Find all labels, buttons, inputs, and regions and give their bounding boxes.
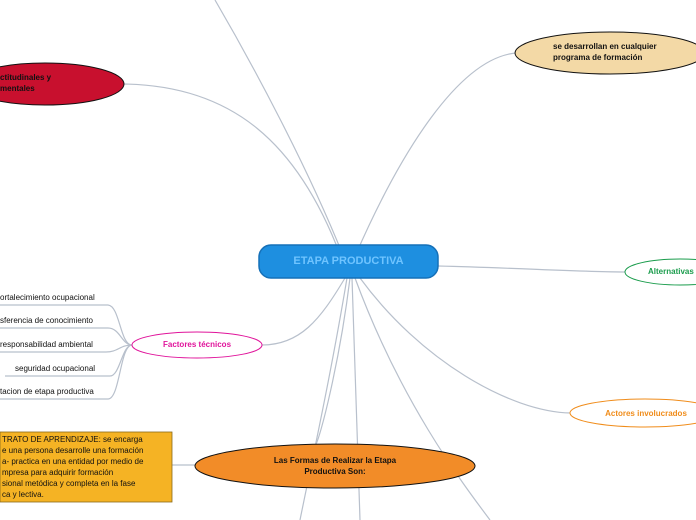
contrato-note-line-3: a- practica en una entidad por medio de	[2, 457, 144, 466]
contrato-note-line-1: TRATO DE APRENDIZAJE: se encarga	[2, 435, 143, 444]
formas-label-line-1: Las Formas de Realizar la Etapa	[273, 456, 397, 465]
programa-label-line-1: se desarrollan en cualquier	[553, 42, 657, 51]
alternativas-label: Alternativas	[648, 267, 694, 276]
connector-bottom-2	[351, 277, 361, 520]
actores-label: Actores involucrados	[605, 409, 687, 418]
connector-actores	[359, 277, 572, 414]
formas-node[interactable]	[194, 443, 476, 489]
connector-alternativas	[437, 265, 628, 273]
connector-sub-2	[0, 327, 133, 346]
connector-actitudinales	[121, 83, 346, 269]
central-node-label: ETAPA PRODUCTIVA	[293, 255, 404, 267]
actitudinales-label-line-2: mentales	[0, 84, 35, 93]
formas-label-line-2: Productiva Son:	[304, 467, 366, 476]
factores-item-1[interactable]: ortalecimiento ocupacional	[0, 293, 95, 302]
connector-top	[214, 0, 349, 269]
connector-factores	[261, 277, 346, 346]
factores-node[interactable]	[131, 331, 263, 359]
connector-sub-5	[0, 344, 133, 400]
connector-bottom-3	[354, 277, 491, 520]
contrato-note-line-2: e una persona desarrolle una formación	[2, 446, 144, 455]
factores-item-2[interactable]: sferencia de conocimiento	[0, 316, 93, 325]
connector-programa	[349, 52, 517, 269]
programa-node[interactable]	[514, 31, 696, 75]
central-node[interactable]	[258, 244, 439, 279]
actores-node[interactable]	[569, 398, 696, 428]
connector-sub-1	[0, 304, 133, 346]
connector-bottom-1	[299, 277, 348, 520]
factores-item-5[interactable]: tacion de etapa productiva	[0, 387, 94, 396]
factores-label: Factores técnicos	[162, 340, 232, 349]
actitudinales-node[interactable]	[0, 62, 125, 106]
actitudinales-label-line-1: ctitudinales y	[0, 73, 52, 82]
connector-sub-3	[0, 344, 133, 353]
programa-label-line-2: programa de formación	[553, 53, 643, 62]
alternativas-node[interactable]	[624, 258, 696, 286]
connector-formas	[314, 277, 351, 447]
contrato-note-line-6: ca y lectiva.	[2, 490, 44, 499]
contrato-note-box[interactable]	[0, 431, 173, 503]
factores-item-4[interactable]: seguridad ocupacional	[15, 364, 96, 373]
factores-item-3[interactable]: responsabilidad ambiental	[0, 340, 93, 349]
contrato-note-line-5: sional metódica y completa en la fase	[2, 479, 136, 488]
contrato-note-line-4: mpresa para adquirir formación	[2, 468, 114, 477]
